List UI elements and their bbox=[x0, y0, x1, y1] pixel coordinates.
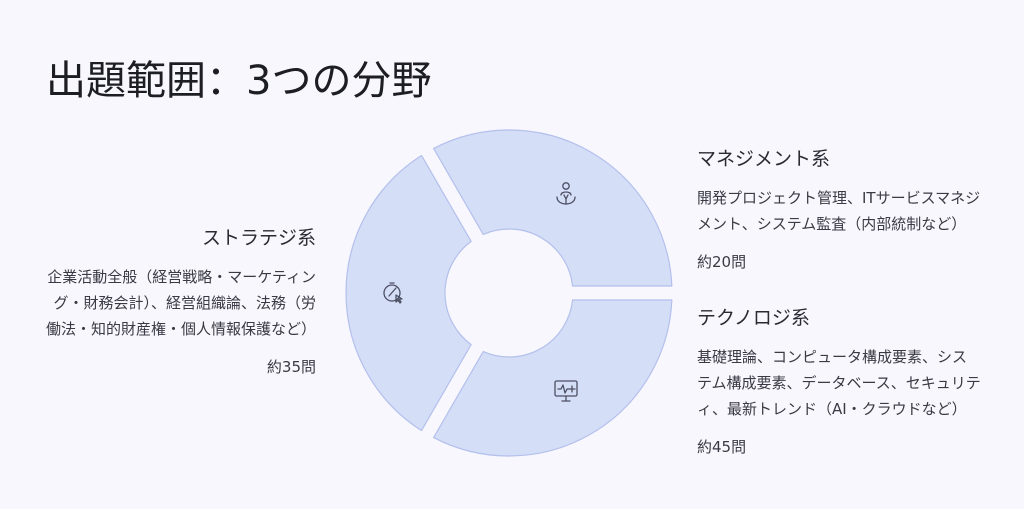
segment-technology bbox=[433, 299, 673, 457]
segment-count: 約20問 bbox=[697, 253, 747, 271]
strategy-icon bbox=[383, 282, 403, 304]
page-title: 出題範囲：3つの分野 bbox=[46, 58, 432, 104]
segment-info-management: マネジメント系 開発プロジェクト管理、ITサービスマネジメント、システム監査（内… bbox=[697, 144, 982, 272]
segment-description: 企業活動全般（経営戦略・マーケティング・財務会計）、経営組織論、法務（労働法・知… bbox=[45, 268, 316, 338]
segment-info-strategy: ストラテジ系 企業活動全般（経営戦略・マーケティング・財務会計）、経営組織論、法… bbox=[41, 223, 316, 377]
segment-description: 開発プロジェクト管理、ITサービスマネジメント、システム監査（内部統制など） bbox=[697, 189, 981, 233]
monitor-icon bbox=[554, 380, 578, 402]
segment-count: 約35問 bbox=[266, 358, 316, 376]
segment-heading: マネジメント系 bbox=[697, 148, 831, 170]
manager-icon bbox=[556, 182, 576, 205]
segment-count: 約45問 bbox=[697, 438, 747, 456]
segment-strategy bbox=[345, 154, 472, 432]
segment-management bbox=[433, 129, 673, 287]
segment-info-technology: テクノロジ系 基礎理論、コンピュータ構成要素、システム構成要素、データベース、セ… bbox=[697, 303, 982, 457]
segment-description: 基礎理論、コンピュータ構成要素、システム構成要素、データベース、セキュリティ、最… bbox=[697, 348, 981, 418]
segment-heading: ストラテジ系 bbox=[201, 227, 316, 249]
segment-heading: テクノロジ系 bbox=[697, 307, 810, 329]
